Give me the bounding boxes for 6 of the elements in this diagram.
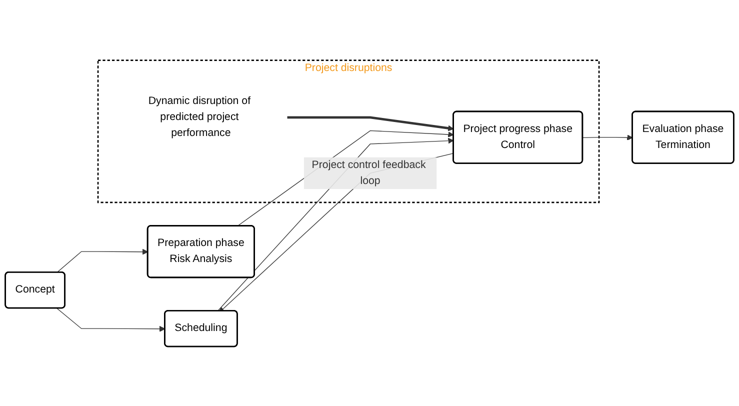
node-text: Dynamic disruption of predicted project performance <box>148 95 251 138</box>
arrow <box>56 308 166 332</box>
arrow <box>582 134 633 140</box>
arrow <box>287 116 454 131</box>
edge-label: Project control feedback loop <box>312 158 426 186</box>
arrow <box>56 248 148 272</box>
